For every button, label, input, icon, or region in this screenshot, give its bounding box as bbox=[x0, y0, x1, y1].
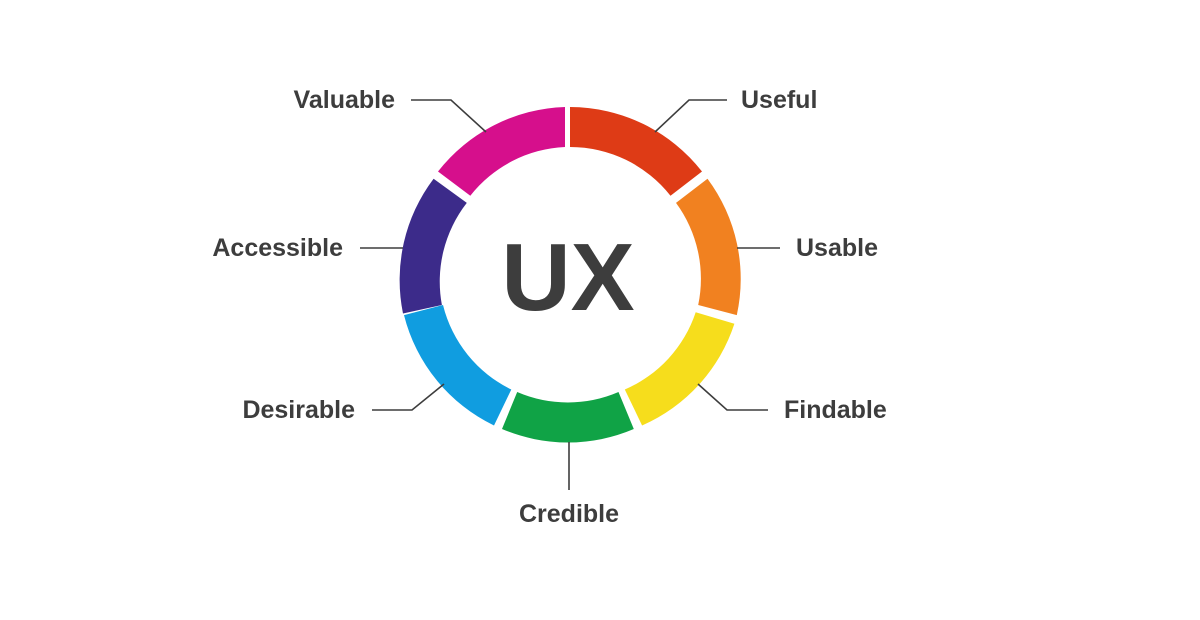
label-credible: Credible bbox=[519, 500, 619, 528]
segment-valuable bbox=[438, 107, 565, 196]
segment-credible bbox=[502, 392, 634, 443]
leader-line-findable bbox=[697, 383, 768, 411]
label-usable: Usable bbox=[796, 234, 878, 262]
segment-desirable bbox=[404, 305, 512, 426]
center-label: UX bbox=[501, 224, 634, 331]
leader-line-valuable bbox=[411, 99, 487, 133]
leader-lines bbox=[360, 99, 780, 490]
leader-line-useful bbox=[654, 99, 727, 133]
label-findable: Findable bbox=[784, 396, 887, 424]
label-desirable: Desirable bbox=[242, 396, 355, 424]
ring bbox=[399, 107, 741, 443]
segment-usable bbox=[676, 178, 741, 316]
segment-useful bbox=[570, 107, 702, 196]
leader-line-desirable bbox=[372, 383, 445, 411]
label-accessible: Accessible bbox=[212, 234, 343, 262]
label-valuable: Valuable bbox=[294, 86, 396, 114]
label-useful: Useful bbox=[741, 86, 817, 114]
segment-accessible bbox=[399, 178, 467, 314]
segment-findable bbox=[624, 312, 735, 426]
segment-labels: Valuable Useful Accessible Usable Desira… bbox=[212, 86, 887, 528]
